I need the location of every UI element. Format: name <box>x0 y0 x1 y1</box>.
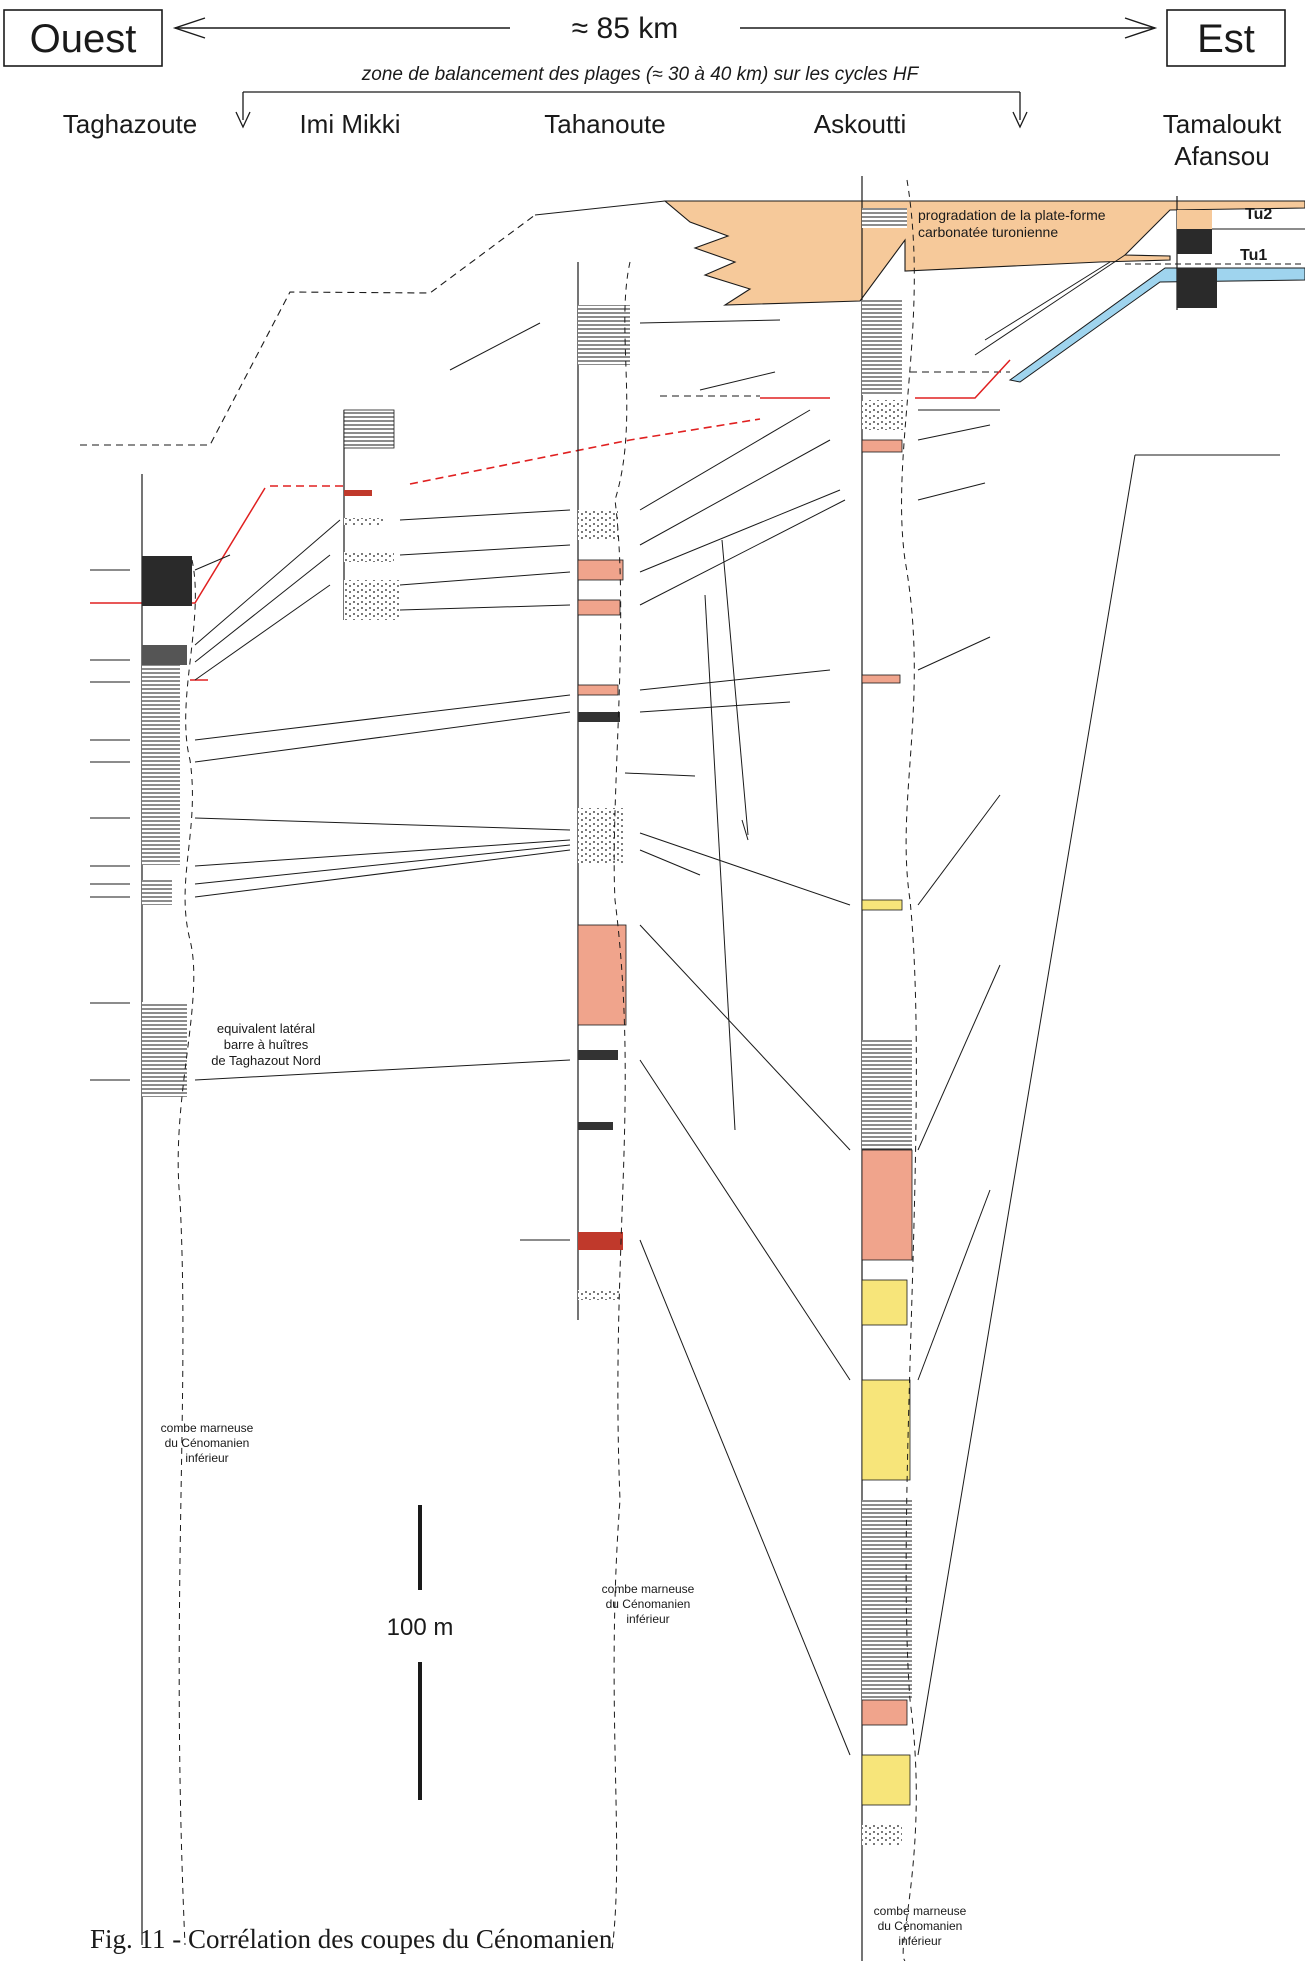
blue-band <box>1008 267 1305 383</box>
column-tahanoute <box>577 261 631 1951</box>
distance-arrow <box>172 17 1158 39</box>
svg-text:de Taghazout Nord: de Taghazout Nord <box>211 1053 321 1068</box>
red-dashed-marker <box>270 418 761 487</box>
column-imi-mikki <box>343 409 399 620</box>
column-askoutti <box>861 179 917 1961</box>
svg-text:inférieur: inférieur <box>898 1934 941 1948</box>
column-taghazoute <box>142 556 196 1946</box>
column-baselines <box>141 176 1178 1961</box>
svg-text:combe marneuse: combe marneuse <box>874 1904 967 1918</box>
red-solid-marker <box>90 359 1011 681</box>
tu1-label: Tu1 <box>1240 247 1267 264</box>
beach-zone-label: zone de balancement des plages (≈ 30 à 4… <box>361 64 920 85</box>
section-name-imi-mikki: Imi Mikki <box>299 109 400 139</box>
east-box <box>1166 9 1286 67</box>
combe-note-askoutti: combe marneuse du Cénomanien inférieur <box>874 1904 967 1948</box>
west-label: Ouest <box>30 17 137 61</box>
svg-text:du Cénomanien: du Cénomanien <box>606 1597 691 1611</box>
column-tamaloukt <box>1177 210 1217 308</box>
turonian-platform: progradation de la plate-forme carbonaté… <box>534 200 1305 383</box>
section-name-afansou: Afansou <box>1174 141 1269 171</box>
tu2-label: Tu2 <box>1245 206 1272 223</box>
section-name-askoutti: Askoutti <box>814 109 907 139</box>
turonian-wedge <box>663 200 1305 306</box>
scale-bar: 100 m <box>387 1505 454 1800</box>
svg-text:inférieur: inférieur <box>626 1612 669 1626</box>
scale-bar-label: 100 m <box>387 1614 454 1641</box>
beach-zone-bracket <box>235 91 1028 129</box>
combe-note-tahanoute: combe marneuse du Cénomanien inférieur <box>602 1582 695 1626</box>
progradation-label-1: progradation de la plate-forme <box>918 207 1106 223</box>
west-box <box>3 9 163 67</box>
svg-text:du Cénomanien: du Cénomanien <box>878 1919 963 1933</box>
distance-label: ≈ 85 km <box>572 12 679 45</box>
section-name-taghazoute: Taghazoute <box>63 109 197 139</box>
progradation-label-2: carbonatée turonienne <box>918 224 1058 240</box>
svg-text:du Cénomanien: du Cénomanien <box>165 1436 250 1450</box>
svg-text:inférieur: inférieur <box>185 1451 228 1465</box>
svg-text:combe marneuse: combe marneuse <box>602 1582 695 1596</box>
svg-text:barre à huîtres: barre à huîtres <box>224 1037 309 1052</box>
upper-dashed-profile <box>80 214 1010 446</box>
svg-text:combe marneuse: combe marneuse <box>161 1421 254 1435</box>
correlation-lines <box>90 254 1280 1756</box>
section-name-tahanoute: Tahanoute <box>544 109 665 139</box>
svg-text:equivalent latéral: equivalent latéral <box>217 1021 315 1036</box>
lateral-equivalent-note: equivalent latéral barre à huîtres de Ta… <box>211 1021 321 1068</box>
east-label: Est <box>1197 17 1255 61</box>
figure-caption: Fig. 11 - Corrélation des coupes du Céno… <box>90 1924 613 1954</box>
header: Ouest Est ≈ 85 km zone de balancement de… <box>3 9 1286 171</box>
section-name-tamaloukt: Tamaloukt <box>1163 109 1282 139</box>
combe-note-taghazoute: combe marneuse du Cénomanien inférieur <box>161 1421 254 1465</box>
turonian-top-line <box>534 200 666 216</box>
